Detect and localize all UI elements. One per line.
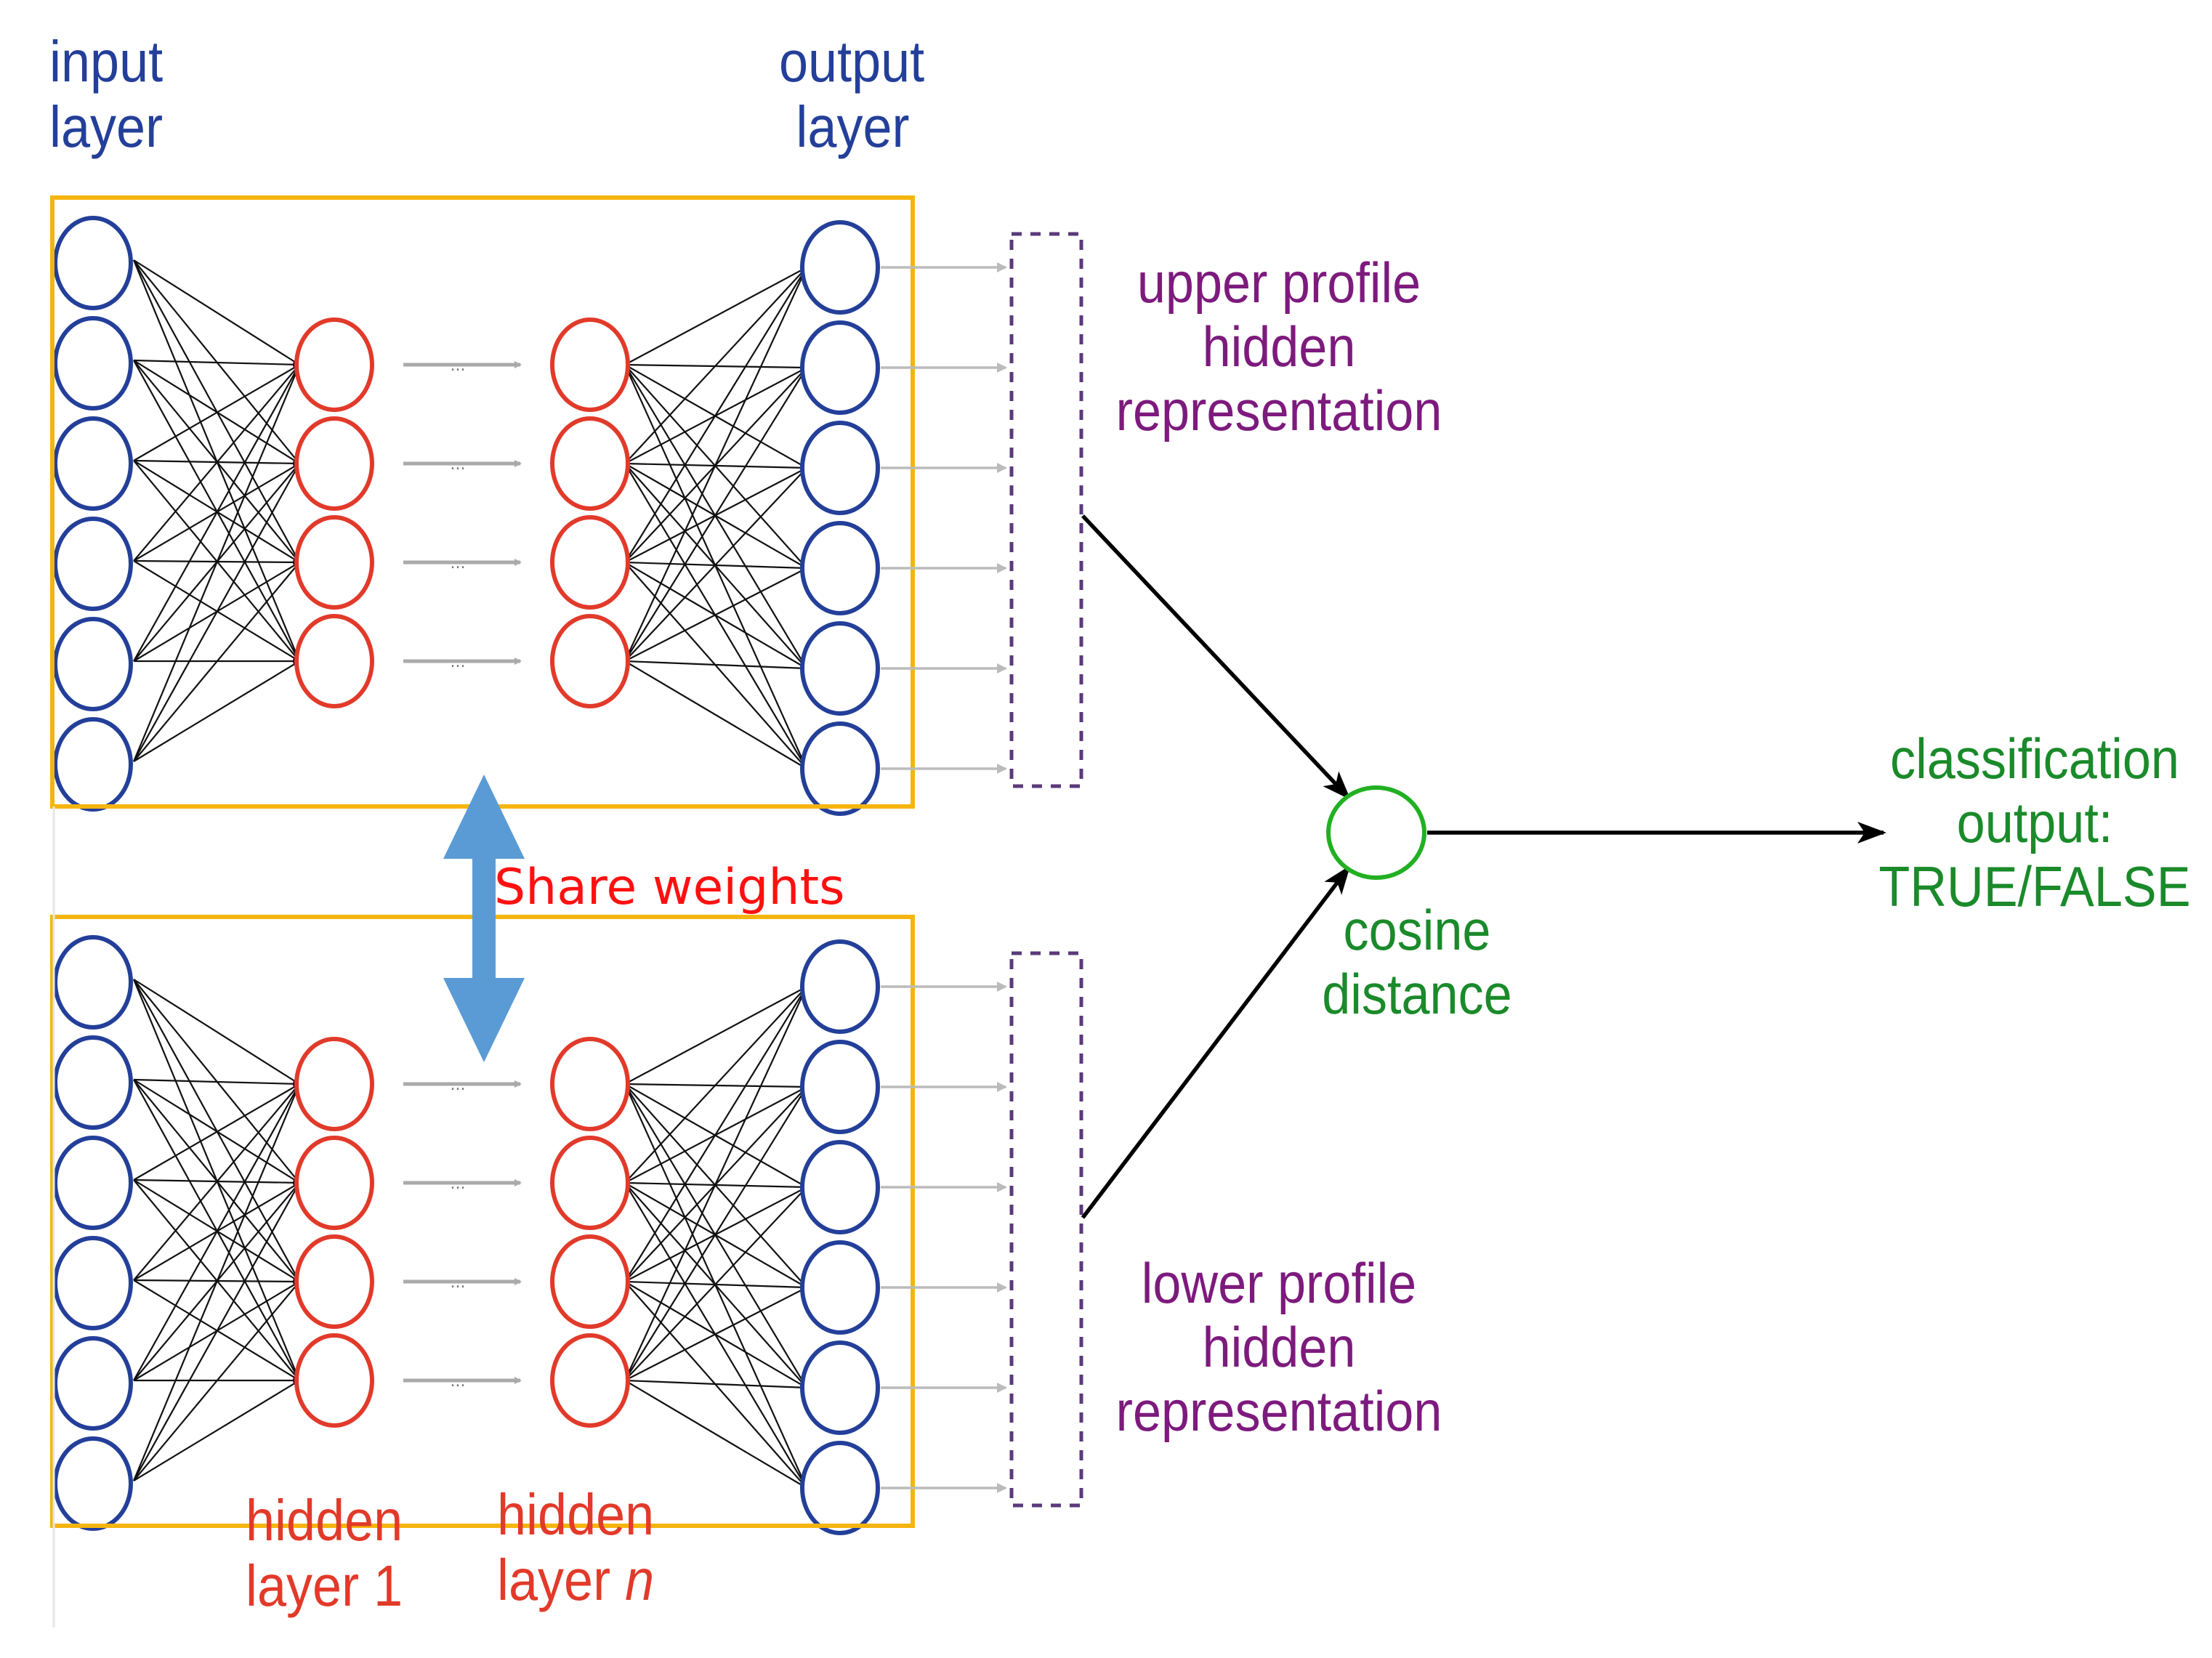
upper-hidden1-node [294,318,374,412]
lower-hiddenn-node [550,1234,630,1329]
upper-hiddenn-node [550,416,630,511]
lower-hidden1-node [294,1136,374,1230]
lower-to-cosine-arrow [1081,865,1351,1219]
upper-ellipsis: ... [451,653,466,671]
upper-output-node [800,320,880,415]
upper-input-node [53,216,133,310]
upper-network-box [50,195,915,809]
lower-output-node [800,939,880,1034]
upper-input-node [53,416,133,511]
upper-input-node [53,717,133,812]
lower-input-node [53,1035,133,1130]
upper-input-node [53,316,133,411]
upper-hidden1-node [294,614,374,708]
upper-network: ............ [50,195,1083,816]
lower-connections [132,979,810,1493]
upper-profile-label: upper profile hidden representation [1115,251,1442,443]
hidden-layer-n-label: hidden layer n [497,1482,655,1613]
upper-ellipsis: ... [451,357,466,375]
lower-input-node [53,1236,133,1330]
lower-input-node [53,1436,133,1531]
upper-output-node [800,220,880,315]
lower-input-node [53,935,133,1030]
lower-ellipsis: ... [451,1175,466,1193]
upper-ellipsis: ... [451,554,466,573]
share-weights-label: Share weights [494,859,845,916]
upper-representation-box [1009,232,1083,788]
upper-hidden1-node [294,515,374,610]
lower-input-node [53,1336,133,1431]
upper-input-node [53,517,133,611]
upper-to-cosine-arrow [1081,514,1351,800]
cosine-node [1326,785,1426,880]
lower-ellipsis: ... [451,1372,466,1391]
lower-hidden1-node [294,1234,374,1329]
lower-hidden1-node [294,1037,374,1131]
upper-output-node [800,721,880,816]
lower-hiddenn-node [550,1333,630,1428]
upper-output-node [800,521,880,615]
cosine-distance-label: cosine distance [1322,898,1512,1027]
upper-hiddenn-node [550,318,630,412]
upper-connections [132,259,810,774]
lower-ellipsis: ... [451,1076,466,1094]
output-layer-label: output layer [779,29,925,160]
upper-output-node [800,421,880,515]
upper-hiddenn-node [550,614,630,708]
lower-network: ............ [50,915,1083,1535]
lower-output-node [800,1140,880,1234]
classification-output-label: classification output: TRUE/FALSE [1878,727,2191,919]
lower-hidden1-node [294,1333,374,1428]
upper-ellipsis: ... [451,456,466,474]
upper-output-node [800,621,880,716]
lower-ellipsis: ... [451,1274,466,1292]
lower-hiddenn-node [550,1136,630,1230]
upper-hidden1-node [294,416,374,511]
lower-output-node [800,1441,880,1535]
lower-profile-label: lower profile hidden representation [1115,1251,1442,1444]
share-weights-arrow [443,775,525,1062]
lower-representation-box [1009,951,1083,1508]
lower-output-node [800,1040,880,1134]
lower-output-node [800,1340,880,1435]
upper-hiddenn-node [550,515,630,610]
input-layer-label: input layer [49,29,164,160]
lower-output-node [800,1240,880,1335]
lower-hiddenn-node [550,1037,630,1131]
upper-input-node [53,617,133,711]
hidden-layer-1-label: hidden layer 1 [246,1488,403,1619]
lower-input-node [53,1136,133,1230]
cosine-join [52,514,1886,1627]
